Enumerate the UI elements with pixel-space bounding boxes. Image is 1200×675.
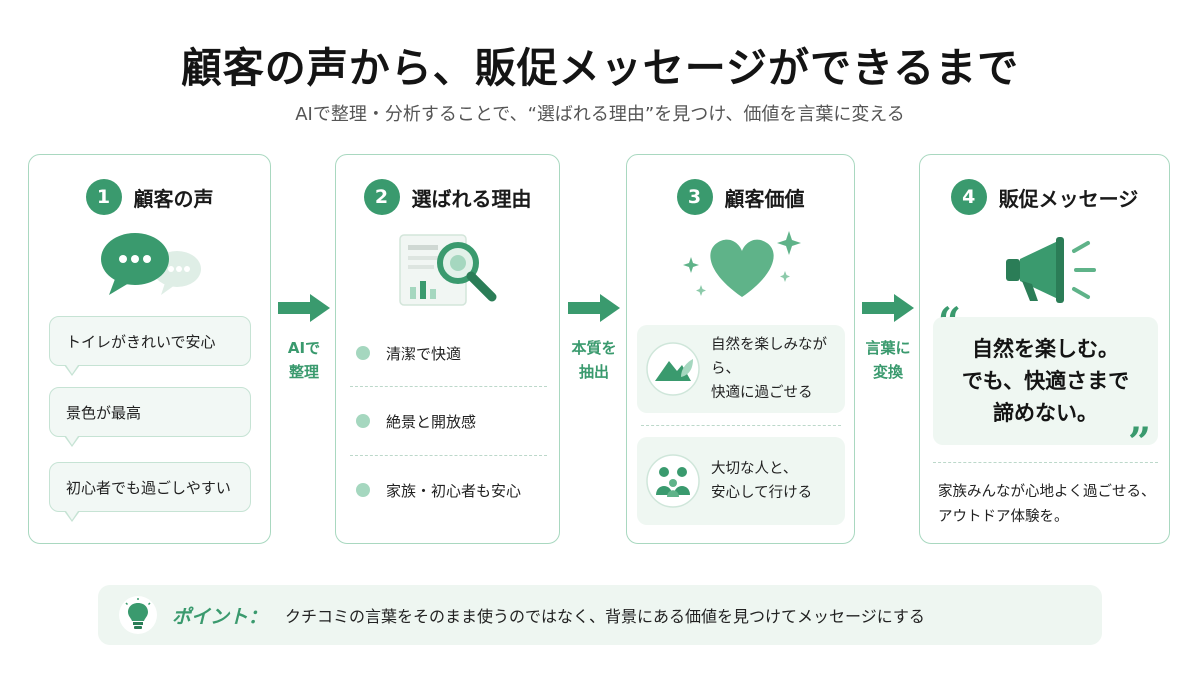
divider: [641, 425, 841, 426]
promo-caption: 家族みんなが心地よく過ごせる、 アウトドア体験を。: [938, 480, 1158, 530]
mountain-leaf-icon: [646, 342, 700, 396]
bullet-dot: [356, 483, 370, 497]
page-title: 顧客の声から、販促メッセージができるまで: [180, 44, 1020, 92]
step-number-badge: 1: [85, 179, 122, 215]
review-bubble: 景色が最高: [49, 387, 251, 447]
reason-text: 絶景と開放感: [386, 412, 477, 431]
arrow-label-line1: 言葉に: [865, 339, 911, 357]
right-arrow-icon: [568, 294, 620, 322]
arrow-label-line2: 整理: [288, 363, 319, 381]
flow-arrow: 本質を 抽出: [564, 292, 624, 384]
close-quote-mark: ”: [1128, 419, 1152, 466]
flow-arrow: 言葉に 変換: [858, 292, 918, 384]
family-icon: [646, 454, 700, 508]
megaphone-icon: [1006, 237, 1096, 303]
step-title: 販促メッセージ: [998, 186, 1139, 211]
step-number-badge: 3: [676, 179, 713, 215]
point-label: ポイント：: [172, 605, 268, 628]
step-card-customer-voice: 1 顧客の声 トイレがきれいで安心 景色が最高 初心者でも過ごしやすい: [28, 154, 271, 544]
reason-item: 家族・初心者も安心: [356, 460, 546, 520]
review-bubble: 初心者でも過ごしやすい: [49, 462, 251, 522]
step-card-customer-value: 3 顧客価値 自然を楽しみながら、 快適に過ごせる 大: [626, 154, 855, 544]
review-text: 景色が最高: [66, 403, 142, 422]
caption-line2: アウトドア体験を。: [938, 509, 1069, 525]
reason-item: 絶景と開放感: [356, 391, 546, 451]
step-number-badge: 4: [950, 179, 987, 215]
arrow-label-line2: 抽出: [578, 363, 609, 381]
promo-quote-box: 自然を楽しむ。 でも、快適さまで 諦めない。: [933, 317, 1158, 445]
divider: [350, 386, 547, 387]
right-arrow-icon: [862, 294, 914, 322]
arrow-label-line2: 変換: [872, 363, 903, 381]
caption-line1: 家族みんなが心地よく過ごせる、: [938, 484, 1156, 500]
document-magnifier-icon: [399, 234, 497, 306]
review-bubble: トイレがきれいで安心: [49, 316, 251, 376]
review-text: トイレがきれいで安心: [66, 332, 216, 351]
quote-line1: 自然を楽しむ。: [972, 337, 1119, 361]
quote-line2: でも、快適さまで: [961, 369, 1130, 393]
arrow-label-line1: 本質を: [571, 339, 617, 357]
value-text-line2: 快適に過ごせる: [711, 385, 813, 401]
step-title: 顧客の声: [133, 186, 214, 211]
flow-arrow: AIで 整理: [274, 292, 334, 384]
review-text: 初心者でも過ごしやすい: [66, 478, 231, 497]
heart-sparkle-icon: [683, 231, 801, 297]
reason-text: 家族・初心者も安心: [386, 481, 522, 500]
chat-bubbles-icon: [101, 233, 201, 295]
value-text-line2: 安心して行ける: [711, 485, 813, 501]
bullet-dot: [356, 346, 370, 360]
step-title: 選ばれる理由: [411, 186, 532, 211]
arrow-label-line1: AIで: [287, 339, 321, 357]
page-subtitle: AIで整理・分析することで、“選ばれる理由”を見つけ、価値を言葉に変える: [295, 104, 905, 125]
value-item: 大切な人と、 安心して行ける: [637, 437, 845, 525]
step-title: 顧客価値: [724, 186, 805, 211]
reason-text: 清潔で快適: [386, 344, 462, 363]
lightbulb-icon: [119, 596, 157, 634]
step-number-badge: 2: [363, 179, 400, 215]
right-arrow-icon: [278, 294, 330, 322]
point-text: クチコミの言葉をそのまま使うのではなく、背景にある価値を見つけてメッセージにする: [285, 607, 925, 626]
step-card-reasons: 2 選ばれる理由 清潔で快適 絶景と開放感 家族・初心者も安心: [335, 154, 560, 544]
divider: [933, 462, 1158, 463]
step-card-promo-message: 4 販促メッセージ “ 自然を楽しむ。 でも、快適さまで 諦めない。 ” 家族み…: [919, 154, 1170, 544]
value-item: 自然を楽しみながら、 快適に過ごせる: [637, 325, 845, 413]
value-text-line1: 大切な人と、: [711, 461, 798, 477]
reason-item: 清潔で快適: [356, 323, 546, 383]
point-bar: ポイント： クチコミの言葉をそのまま使うのではなく、背景にある価値を見つけてメッ…: [98, 585, 1102, 645]
divider: [350, 455, 547, 456]
value-text-line1: 自然を楽しみながら、: [711, 337, 827, 377]
bullet-dot: [356, 414, 370, 428]
quote-line3: 諦めない。: [993, 401, 1098, 425]
